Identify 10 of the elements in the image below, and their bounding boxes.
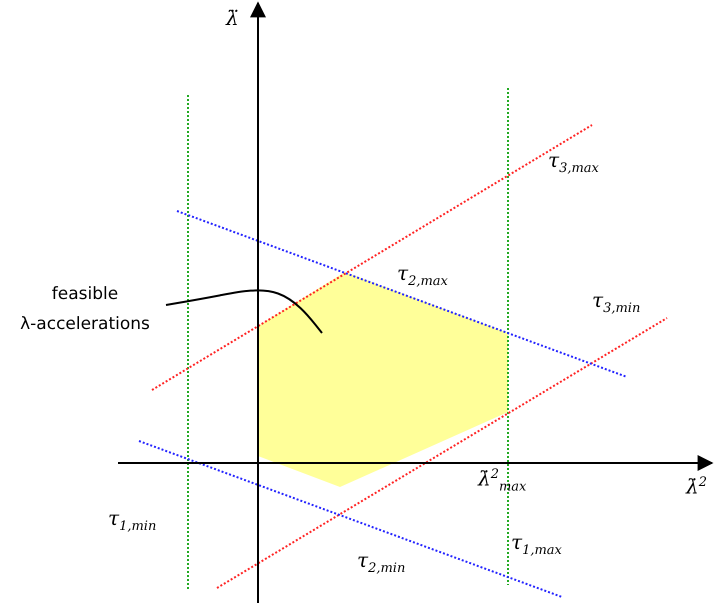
annotation-text: feasible λ-accelerations <box>5 279 165 339</box>
constraint-label: τ$_{3,min}$ <box>592 290 640 315</box>
constraint-label: τ$_{1,min}$ <box>108 508 156 533</box>
axis-label: λ̈ <box>226 8 239 28</box>
constraint-label: τ$_{1,max}$ <box>511 532 562 557</box>
constraint-label: τ$_{2,max}$ <box>397 263 448 288</box>
constraint-label: τ$_{3,max}$ <box>548 150 599 175</box>
constraint-label: τ$_{2,min}$ <box>357 550 406 575</box>
leader-line <box>166 289 323 334</box>
axis-label: λ̇$^{2}$ <box>686 476 707 497</box>
